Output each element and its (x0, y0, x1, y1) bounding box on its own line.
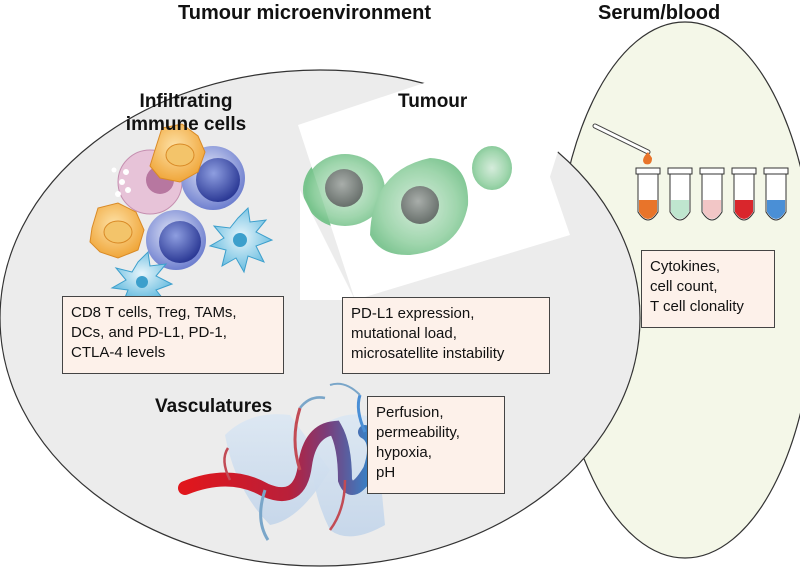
sample-tube-icon (731, 167, 757, 221)
heading-tumour: Tumour (398, 91, 468, 112)
heading-tumour-microenvironment: Tumour microenvironment (178, 2, 431, 24)
immune-box-line: DCs, and PD-L1, PD-1, (71, 324, 227, 341)
sample-tube-icon (699, 167, 725, 221)
tumour-box-line: mutational load, (351, 325, 457, 342)
tumour-parameters-box: PD-L1 expression, mutational load, micro… (342, 297, 550, 374)
tumour-box-line: microsatellite instability (351, 345, 505, 362)
tube-sample-fill (767, 200, 785, 219)
sample-tube-icon (763, 167, 789, 221)
macrophage-icon (149, 123, 206, 183)
lymphocyte-icon (146, 210, 206, 270)
sample-tubes (635, 167, 789, 221)
serum-box-line: cell count, (650, 278, 718, 295)
heading-infiltrating-line1: Infiltrating (139, 91, 233, 112)
immune-parameters-box: CD8 T cells, Treg, TAMs, DCs, and PD-L1,… (62, 296, 284, 374)
sample-tube-icon (635, 167, 661, 221)
sample-tube-icon (667, 167, 693, 221)
vascular-box-line: Perfusion, (376, 404, 444, 421)
immune-box-line: CTLA-4 levels (71, 344, 166, 361)
vascular-box-line: permeability, (376, 424, 460, 441)
heading-vasculatures: Vasculatures (155, 396, 273, 417)
dendritic-cell-icon (208, 206, 274, 274)
serum-box-line: Cytokines, (650, 258, 721, 275)
heading-infiltrating-line2: immune cells (125, 114, 247, 135)
serum-box-line: T cell clonality (650, 298, 744, 315)
tube-sample-fill (671, 200, 689, 219)
immune-cells-illustration (89, 123, 274, 301)
tube-sample-fill (735, 200, 753, 219)
heading-infiltrating-immune-cells: Infiltrating immune cells (108, 90, 264, 136)
tumour-cells-faded (305, 146, 512, 256)
immune-box-line: CD8 T cells, Treg, TAMs, (71, 304, 237, 321)
macrophage-icon (89, 202, 145, 259)
vascular-parameters-box: Perfusion, permeability, hypoxia, pH (367, 396, 505, 494)
heading-serum-blood: Serum/blood (598, 2, 721, 24)
vascular-box-line: pH (376, 464, 396, 481)
tube-sample-fill (639, 200, 657, 219)
serum-parameters-box: Cytokines, cell count, T cell clonality (641, 250, 775, 328)
vascular-box-line: hypoxia, (376, 444, 432, 461)
pipette-icon (592, 123, 652, 165)
tube-sample-fill (703, 200, 721, 219)
tumour-box-line: PD-L1 expression, (351, 305, 475, 322)
